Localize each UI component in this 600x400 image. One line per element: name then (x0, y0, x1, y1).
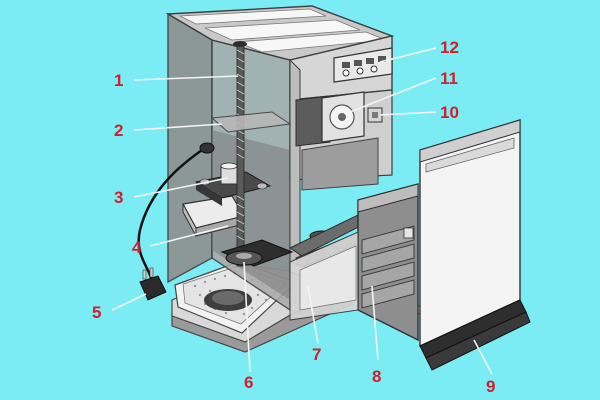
leader-line-9 (473, 339, 493, 375)
callout-7: 7 (312, 345, 321, 364)
drive-gear-housing (295, 91, 365, 147)
leader-line-10 (379, 111, 437, 116)
leader-lines (111, 47, 493, 375)
leader-line-8 (371, 285, 379, 361)
cord-grommet (199, 142, 215, 154)
ram-plate (210, 111, 292, 133)
callout-3: 3 (114, 188, 123, 207)
drawer-front-door (419, 119, 531, 371)
key-switch (367, 107, 383, 123)
indicator-light (342, 69, 350, 77)
control-switch (342, 62, 350, 68)
callout-labels: 1 2 3 4 5 6 7 8 9 10 11 12 (92, 38, 495, 396)
leader-line-12 (379, 47, 437, 63)
control-switch (366, 58, 374, 64)
control-switch (378, 56, 386, 62)
indicator-light (356, 67, 364, 75)
cabinet-top (165, 5, 395, 61)
callout-12: 12 (440, 38, 459, 57)
bottom-sprocket (220, 230, 335, 267)
leader-line-5 (111, 293, 147, 311)
leader-line-7 (307, 285, 319, 345)
waste-drawer (289, 183, 419, 342)
drawer-latch (403, 227, 414, 239)
control-switch (354, 60, 362, 66)
callout-4: 4 (132, 238, 142, 257)
callout-6: 6 (244, 373, 253, 392)
callout-11: 11 (440, 69, 458, 88)
callout-1: 1 (114, 71, 123, 90)
callout-5: 5 (92, 303, 101, 322)
leader-line-2 (133, 123, 223, 131)
leader-line-3 (133, 177, 229, 198)
indicator-light (370, 65, 378, 73)
leader-line-1 (133, 75, 239, 81)
callout-2: 2 (114, 121, 123, 140)
callout-8: 8 (372, 367, 381, 386)
control-panel (333, 47, 393, 83)
power-screw (233, 41, 247, 267)
leader-line-6 (243, 261, 251, 373)
ram-drive-unit (194, 162, 272, 206)
leader-line-4 (149, 225, 229, 247)
callout-9: 9 (486, 377, 495, 396)
power-cord (137, 142, 215, 301)
leader-line-11 (349, 77, 437, 113)
callout-10: 10 (440, 103, 459, 122)
